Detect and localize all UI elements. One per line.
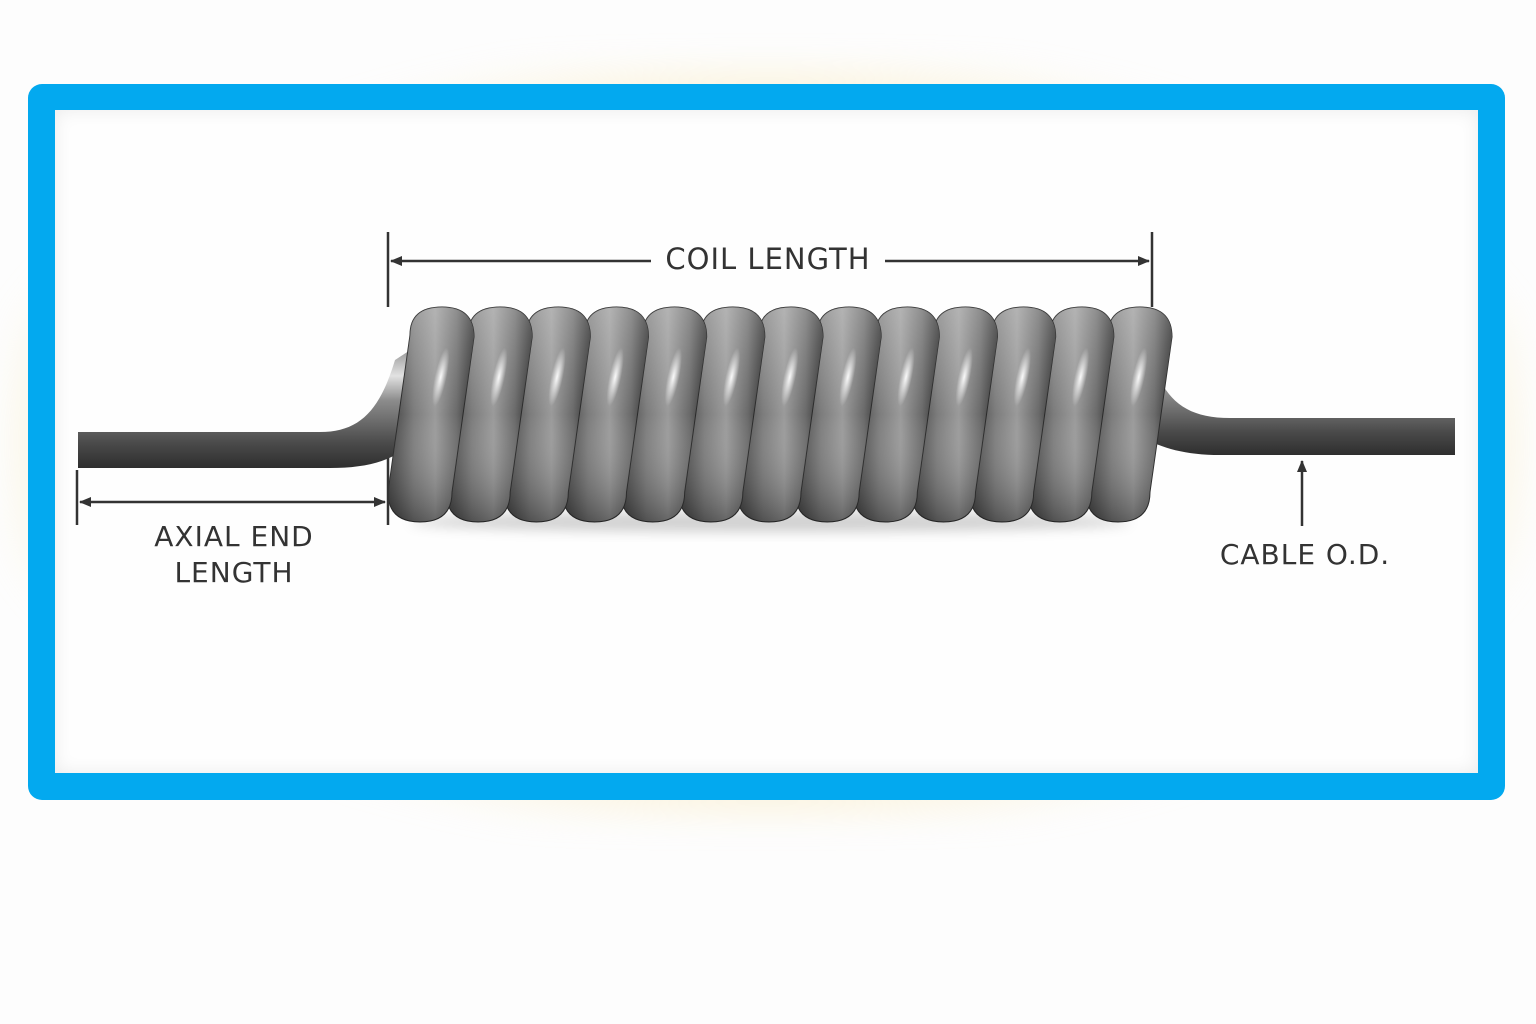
loop-highlight (548, 347, 566, 407)
loop-highlight (1071, 347, 1090, 407)
loop-highlight (432, 347, 450, 407)
loop-highlight (606, 347, 624, 407)
loop-highlight (664, 347, 682, 407)
loop-highlight (781, 347, 799, 407)
coil-length-label-wrap: COIL LENGTH (0, 241, 1536, 277)
loop-highlight (490, 347, 508, 407)
axial-end-length-label: AXIAL END LENGTH (100, 519, 368, 591)
loop-highlight (722, 347, 741, 407)
coil-length-label: COIL LENGTH (651, 242, 885, 276)
axial-end-label-line1: AXIAL END (154, 520, 314, 553)
right-cable (1122, 340, 1455, 455)
coil-body (387, 306, 1173, 523)
coil-loop (387, 306, 475, 523)
loop-highlight (839, 347, 857, 407)
loop-highlight (955, 347, 973, 407)
loop-highlight (1130, 347, 1148, 407)
cable-od-label: CABLE O.D. (1219, 538, 1391, 571)
loop-highlight (897, 347, 915, 407)
axial-end-label-line2: LENGTH (174, 556, 294, 589)
left-cable (78, 345, 430, 468)
loop-highlight (1013, 347, 1031, 407)
